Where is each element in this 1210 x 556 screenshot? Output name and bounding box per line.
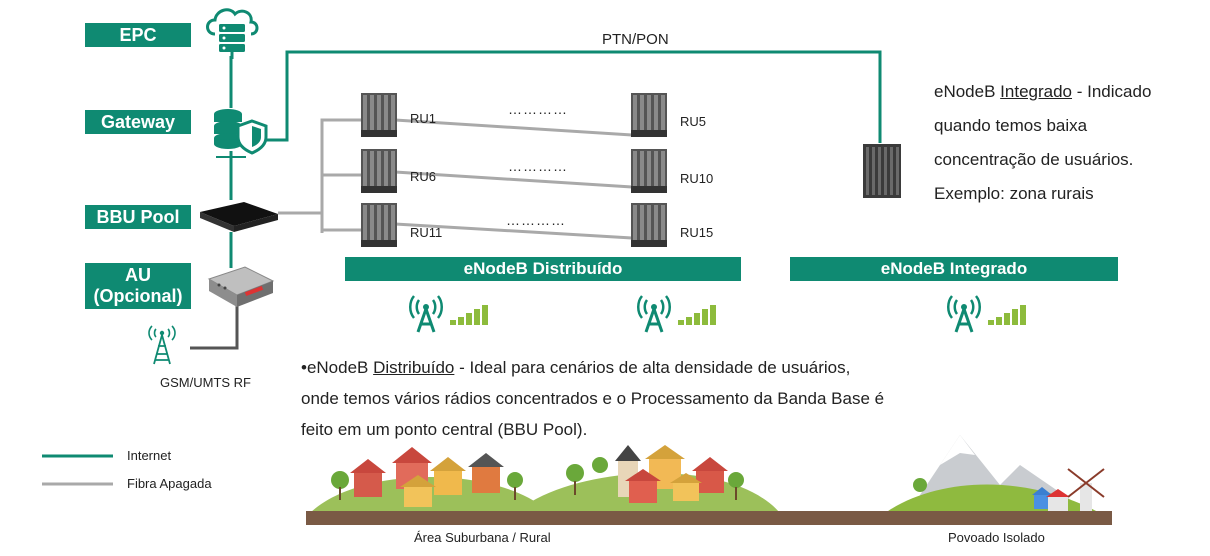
houses-suburban [350, 447, 504, 507]
signal-strength-icon [947, 295, 1026, 333]
ru5-label: RU5 [680, 114, 707, 129]
ru-dots-3: ………… [506, 212, 566, 228]
epc-label: EPC [85, 23, 191, 47]
landscape-illustration [306, 435, 1112, 525]
ptn-pon-label: PTN/PON [602, 31, 669, 48]
cell-tower-icon [148, 325, 176, 365]
bbu-switch-icon [200, 202, 278, 232]
integrado-line4: Exemplo: zona rurais [934, 184, 1094, 203]
gateway-label: Gateway [85, 110, 191, 134]
integrado-suffix: - Indicado [1072, 82, 1152, 101]
integrado-line1: eNodeB Integrado - Indicado [934, 75, 1151, 109]
au-label-line1: AU [125, 265, 151, 285]
ru11-label: RU11 [410, 225, 443, 240]
ru10-label: RU10 [680, 171, 714, 186]
ru-dots-2: ………… [508, 158, 568, 174]
distribuido-suffix: - Ideal para cenários de alta densidade … [454, 358, 851, 377]
au-label: AU (Opcional) [85, 263, 191, 309]
integrado-prefix: eNodeB [934, 82, 1001, 101]
integrado-line2: quando temos baixa [934, 116, 1088, 135]
band-integrado: eNodeB Integrado [790, 257, 1118, 281]
distribuido-description: •eNodeB Distribuído - Ideal para cenário… [301, 352, 884, 445]
distribuido-prefix: •eNodeB [301, 358, 374, 377]
ru1-label: RU1 [410, 111, 437, 126]
au-label-line2: (Opcional) [93, 286, 183, 306]
au-device-icon [207, 266, 275, 307]
houses-center [615, 445, 728, 503]
ru6-label: RU6 [410, 169, 437, 184]
bbu-pool-label: BBU Pool [85, 205, 191, 229]
ru-cabinet-icon [631, 203, 667, 247]
ground [306, 511, 1112, 525]
signal-strength-icon [637, 295, 716, 333]
ru-cabinet-icon [631, 93, 667, 137]
internet-links [229, 50, 882, 268]
ru-cabinet-icon [361, 93, 397, 137]
integrated-enodeb-icon [863, 144, 901, 198]
ru-cabinet-icon [361, 149, 397, 193]
integrado-line3: concentração de usuários. [934, 150, 1134, 169]
legend-fibra-label: Fibra Apagada [127, 476, 212, 491]
distribuido-line3: feito em um ponto central (BBU Pool). [301, 420, 588, 439]
database-shield-icon [214, 109, 268, 161]
signal-strength-icon [409, 295, 488, 333]
legend-internet-label: Internet [127, 448, 172, 463]
cloud-server-icon [206, 8, 259, 59]
ru-cabinet-icon [361, 203, 397, 247]
distribuido-line1: •eNodeB Distribuído - Ideal para cenário… [301, 352, 884, 383]
distribuido-term: Distribuído [373, 358, 455, 377]
integrado-term: Integrado [1000, 82, 1073, 101]
ru-cabinet-icon [631, 149, 667, 193]
gsm-umts-label: GSM/UMTS RF [160, 375, 251, 390]
ru15-label: RU15 [680, 225, 714, 240]
houses-isolated [1032, 468, 1105, 511]
distribuido-line2: onde temos vários rádios concentrados e … [301, 389, 885, 408]
au-rf-link [190, 305, 239, 350]
fiber-links [278, 118, 633, 240]
integrado-description: eNodeB Integrado - Indicado quando temos… [934, 75, 1151, 211]
povoado-label: Povoado Isolado [948, 530, 1045, 545]
ru-dots-1: ………… [508, 101, 568, 117]
band-distribuido: eNodeB Distribuído [345, 257, 741, 281]
suburbana-label: Área Suburbana / Rural [414, 530, 551, 545]
